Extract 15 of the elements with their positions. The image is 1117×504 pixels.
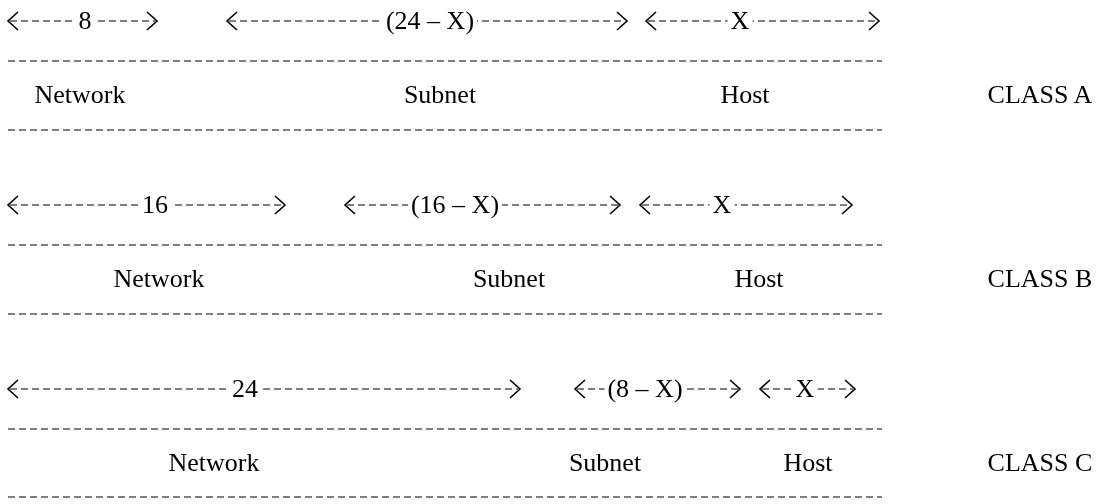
class-label: CLASS B	[987, 266, 1093, 292]
class-label: CLASS C	[987, 450, 1093, 476]
field-label: Network	[168, 450, 260, 476]
field-label: Host	[783, 450, 833, 476]
dimension-label: (16 – X)	[407, 192, 503, 218]
field-label: Network	[113, 266, 205, 292]
field-label: Host	[734, 266, 784, 292]
class-label: CLASS A	[987, 82, 1093, 108]
field-label: Network	[34, 82, 126, 108]
field-label: Host	[720, 82, 770, 108]
field-label: Subnet	[472, 266, 546, 292]
dimension-label: (8 – X)	[604, 376, 686, 402]
field-label: Subnet	[403, 82, 477, 108]
field-label: Subnet	[568, 450, 642, 476]
dimension-label: (24 – X)	[382, 8, 478, 34]
